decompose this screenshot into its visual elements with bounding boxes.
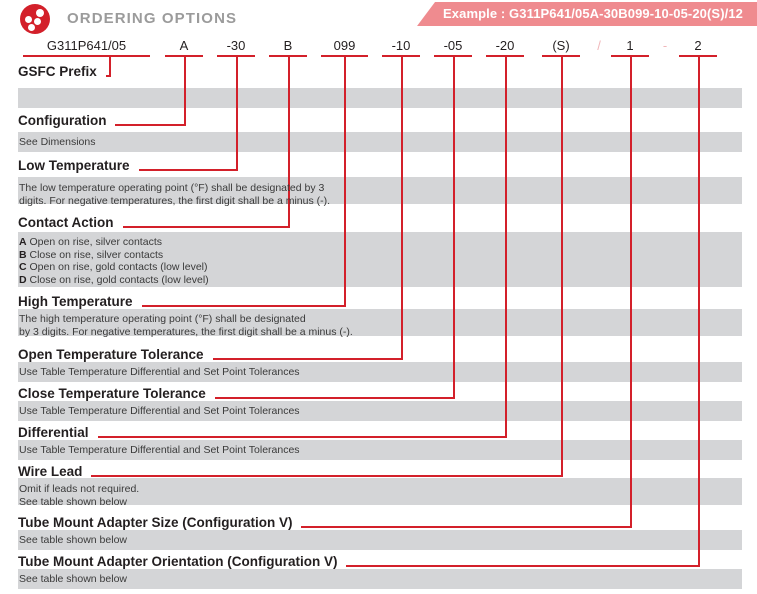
connector-vline	[630, 55, 632, 526]
code-segment-value: -10	[391, 38, 411, 53]
option-row: A Open on rise, silver contacts	[19, 236, 209, 249]
connector-hline	[301, 526, 632, 528]
section-label: Tube Mount Adapter Orientation (Configur…	[18, 554, 338, 569]
section-body-text: Use Table Temperature Differential and S…	[19, 405, 300, 417]
option-key: C	[19, 261, 27, 274]
connector-vline	[184, 55, 186, 124]
connector-hline	[212, 358, 403, 360]
code-segment-value: -20	[495, 38, 515, 53]
connector-vline	[109, 55, 111, 75]
option-row: D Close on rise, gold contacts (low leve…	[19, 274, 209, 287]
connector-vline	[453, 55, 455, 397]
option-text: Open on rise, gold contacts (low level)	[26, 261, 208, 274]
section-label: Tube Mount Adapter Size (Configuration V…	[18, 515, 293, 530]
section-label: Contact Action	[18, 215, 114, 230]
connector-hline	[346, 565, 700, 567]
stripe-band	[18, 177, 742, 204]
stripe-band	[18, 132, 742, 152]
code-segment-value: (S)	[552, 38, 570, 53]
code-segment-value: -30	[226, 38, 246, 53]
section-label: Low Temperature	[18, 158, 130, 173]
option-key: D	[19, 273, 27, 286]
section-body-text: The low temperature operating point (°F)…	[19, 182, 331, 207]
section-label: Configuration	[18, 113, 107, 128]
connector-vline	[288, 55, 290, 226]
section-label: GSFC Prefix	[18, 64, 97, 79]
stripe-band	[18, 232, 742, 287]
section-body-text: The high temperature operating point (°F…	[19, 313, 353, 338]
section-label: Wire Lead	[18, 464, 83, 479]
logo-dot-1	[36, 9, 44, 17]
connector-vline	[505, 55, 507, 436]
page-header: ORDERING OPTIONS Example : G311P641/05A-…	[0, 0, 757, 38]
stripe-band	[18, 309, 742, 336]
connector-hline	[122, 226, 290, 228]
code-segment-underline	[23, 55, 150, 57]
section-label: High Temperature	[18, 294, 133, 309]
code-segment-value: -05	[443, 38, 463, 53]
stripe-band	[18, 569, 742, 589]
option-row: C Open on rise, gold contacts (low level…	[19, 261, 209, 274]
connector-hline	[91, 475, 563, 477]
section-body-text: Use Table Temperature Differential and S…	[19, 366, 300, 378]
code-segment-value: A	[179, 38, 189, 53]
company-logo	[20, 4, 50, 34]
connector-vline	[236, 55, 238, 169]
connector-hline	[115, 124, 186, 126]
example-banner: Example : G311P641/05A-30B099-10-05-20(S…	[417, 2, 757, 26]
logo-dot-3	[25, 16, 32, 23]
code-segment-value: 2	[694, 38, 702, 53]
connector-vline	[344, 55, 346, 305]
option-text: Close on rise, gold contacts (low level)	[26, 273, 209, 286]
option-key: B	[19, 248, 27, 261]
section-body-text: See Dimensions	[19, 136, 96, 148]
connector-hline	[141, 305, 346, 307]
section-body-text: See table shown below	[19, 534, 127, 546]
code-segment-value: G311P641/05	[46, 38, 127, 53]
section-body-text: See table shown below	[19, 573, 127, 585]
section-body-text: Use Table Temperature Differential and S…	[19, 444, 300, 456]
logo-dot-4	[28, 24, 35, 31]
option-row: B Close on rise, silver contacts	[19, 249, 209, 262]
section-body-text: Omit if leads not required. See table sh…	[19, 483, 140, 508]
stripe-band	[18, 478, 742, 505]
stripe-band	[18, 88, 742, 108]
connector-hline	[105, 75, 111, 77]
option-key: A	[19, 236, 27, 248]
connector-hline	[138, 169, 238, 171]
code-separator: /	[597, 38, 601, 53]
logo-dot-2	[34, 18, 41, 25]
option-text: Close on rise, silver contacts	[26, 248, 164, 261]
code-segment-value: 1	[626, 38, 634, 53]
connector-vline	[698, 55, 700, 565]
option-text: Open on rise, silver contacts	[26, 236, 163, 248]
connector-hline	[97, 436, 507, 438]
connector-hline	[214, 397, 455, 399]
section-label: Close Temperature Tolerance	[18, 386, 206, 401]
code-segment-value: B	[283, 38, 293, 53]
connector-vline	[401, 55, 403, 358]
connector-vline	[561, 55, 563, 475]
code-segment-value: 099	[333, 38, 356, 53]
part-number-code-row: G311P641/05 A -30 B 099 -10 -05 -20 (S) 1 2 / -	[0, 38, 757, 64]
code-segment: G311P641/05	[23, 38, 150, 57]
section-label: Differential	[18, 425, 89, 440]
section-label: Open Temperature Tolerance	[18, 347, 204, 362]
code-separator: -	[662, 38, 668, 53]
page-title: ORDERING OPTIONS	[67, 10, 238, 27]
stripe-band	[18, 530, 742, 550]
